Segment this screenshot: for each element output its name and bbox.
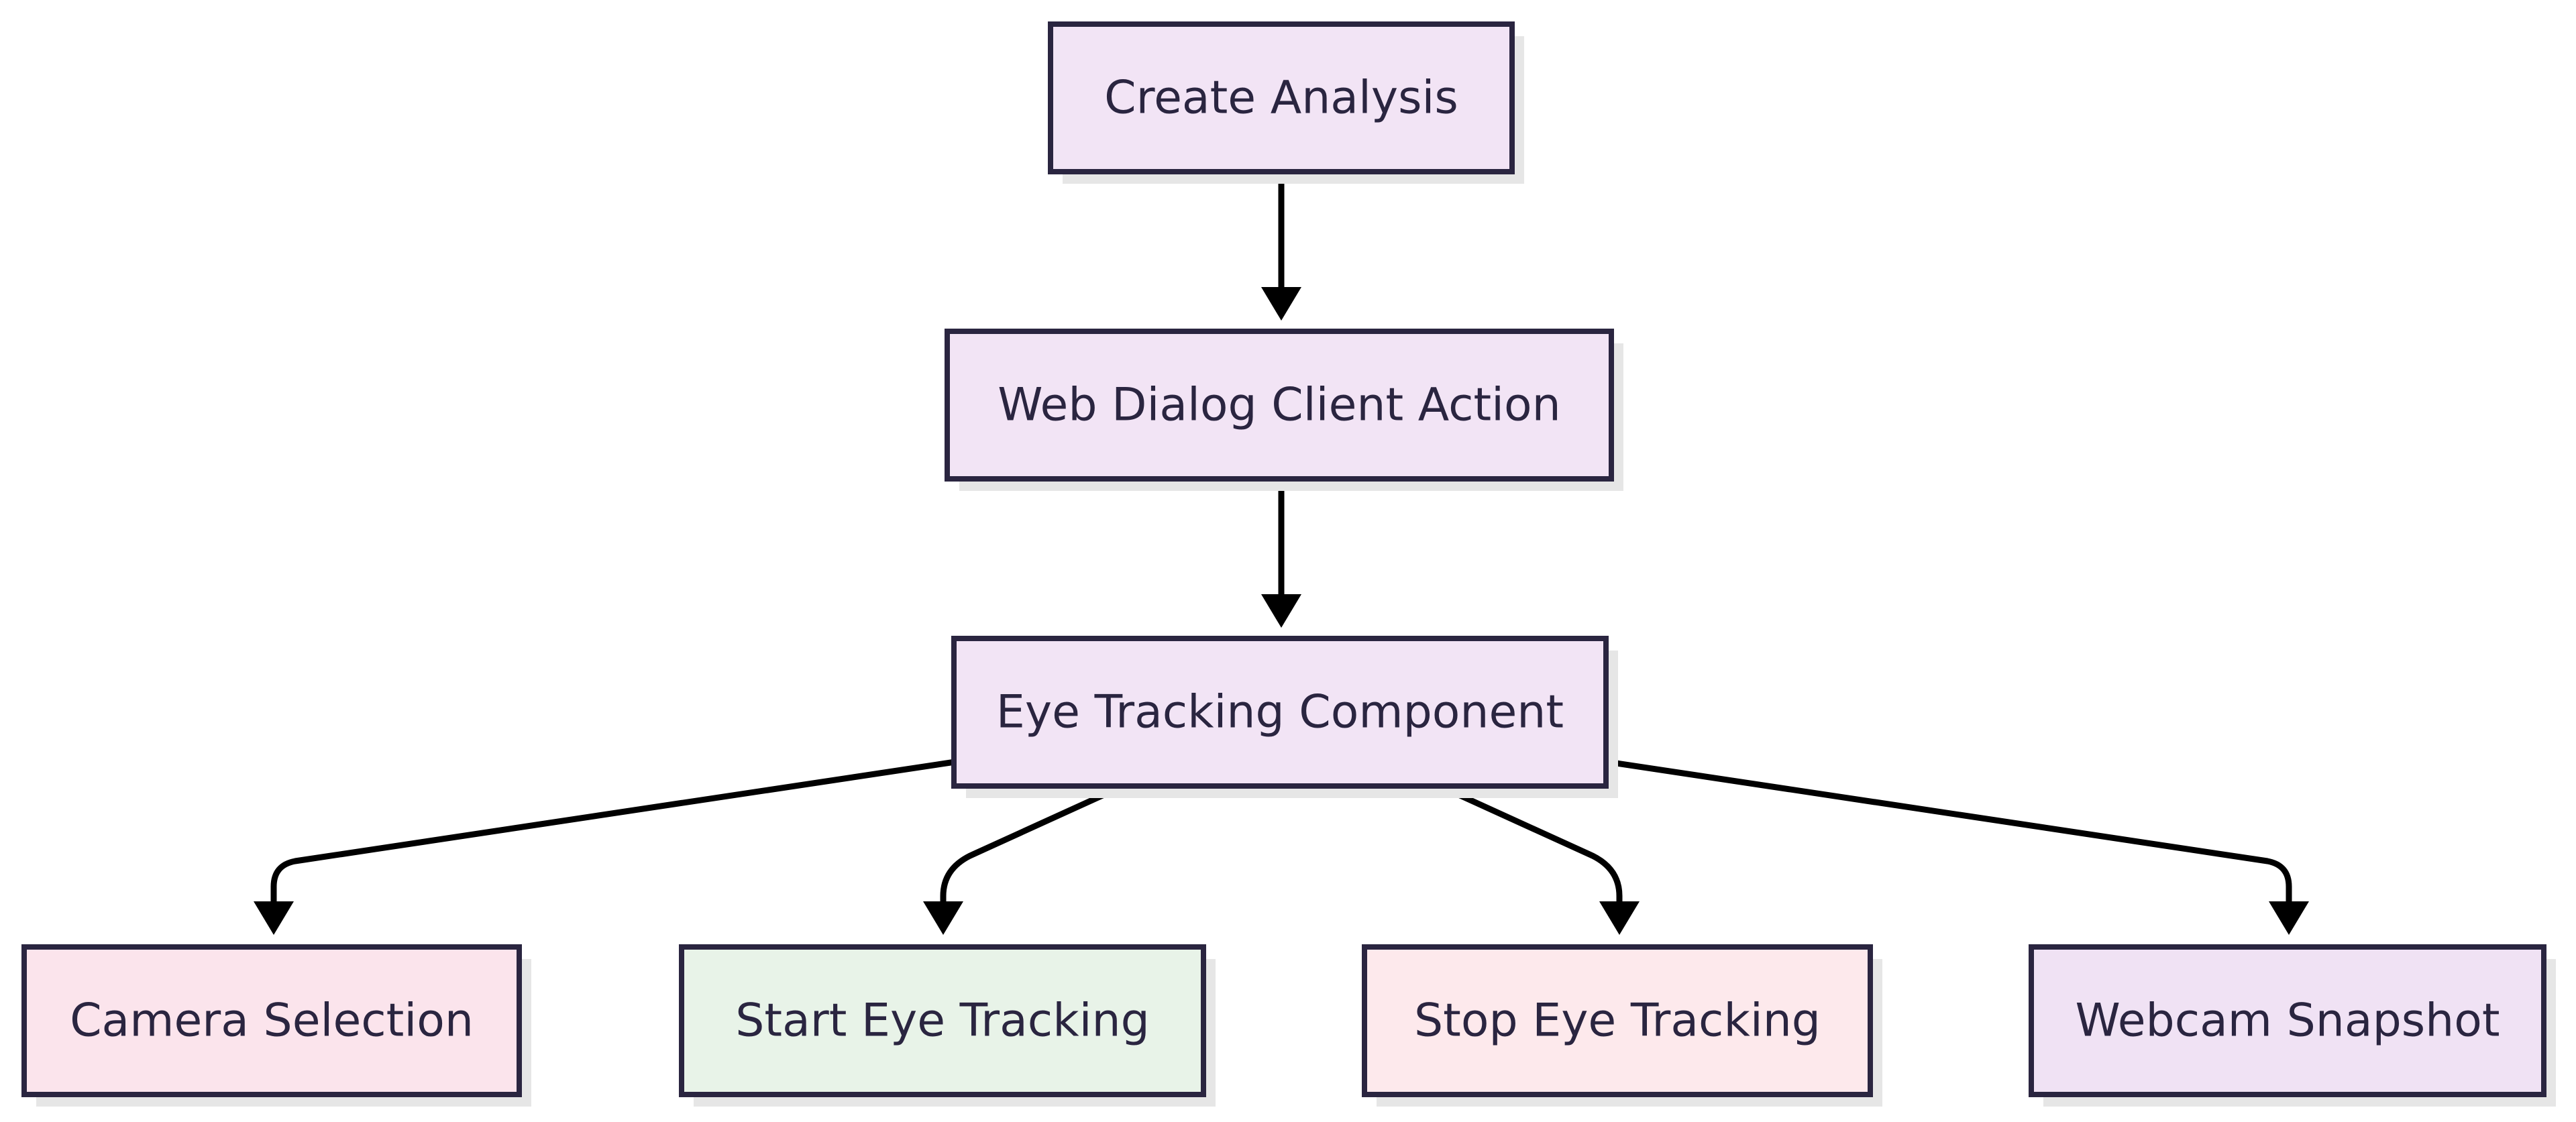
node-label-stop-eye-tracking: Stop Eye Tracking — [1414, 995, 1821, 1048]
edges — [254, 172, 2309, 935]
arrowhead-webcam-snapshot — [2269, 901, 2309, 935]
node-label-webcam-snapshot: Webcam Snapshot — [2075, 995, 2500, 1048]
node-label-web-dialog-client-action: Web Dialog Client Action — [998, 379, 1561, 432]
node-box — [945, 329, 1614, 482]
node-web-dialog-client-action[interactable]: Web Dialog Client Action — [945, 329, 1623, 491]
node-box — [1048, 21, 1515, 174]
edge-eye-tracking-to-webcam-snapshot — [1607, 759, 2292, 904]
arrowhead-eye-tracking — [1261, 594, 1301, 628]
node-label-eye-tracking-component: Eye Tracking Component — [996, 686, 1564, 739]
node-camera-selection[interactable]: Camera Selection — [21, 944, 531, 1107]
node-box — [679, 944, 1206, 1097]
node-stop-eye-tracking[interactable]: Stop Eye Tracking — [1362, 944, 1882, 1107]
edge-eye-tracking-to-camera-selection — [270, 759, 956, 904]
node-box — [951, 636, 1609, 789]
arrowhead-camera-selection — [254, 901, 294, 935]
node-box — [2029, 944, 2546, 1097]
node-webcam-snapshot[interactable]: Webcam Snapshot — [2029, 944, 2556, 1107]
node-label-camera-selection: Camera Selection — [70, 995, 474, 1048]
node-start-eye-tracking[interactable]: Start Eye Tracking — [679, 944, 1216, 1107]
node-box — [1362, 944, 1873, 1097]
edge-eye-tracking-to-start-eye-tracking — [940, 784, 1122, 904]
node-box — [21, 944, 522, 1097]
edge-eye-tracking-to-stop-eye-tracking — [1441, 784, 1623, 904]
arrowhead-start-eye-tracking — [923, 901, 963, 935]
node-eye-tracking-component[interactable]: Eye Tracking Component — [951, 636, 1618, 798]
node-create-analysis[interactable]: Create Analysis — [1048, 21, 1524, 184]
arrowhead-web-dialog — [1261, 287, 1301, 321]
arrowhead-stop-eye-tracking — [1599, 901, 1640, 935]
node-label-start-eye-tracking: Start Eye Tracking — [735, 995, 1149, 1048]
node-label-create-analysis: Create Analysis — [1104, 72, 1458, 125]
